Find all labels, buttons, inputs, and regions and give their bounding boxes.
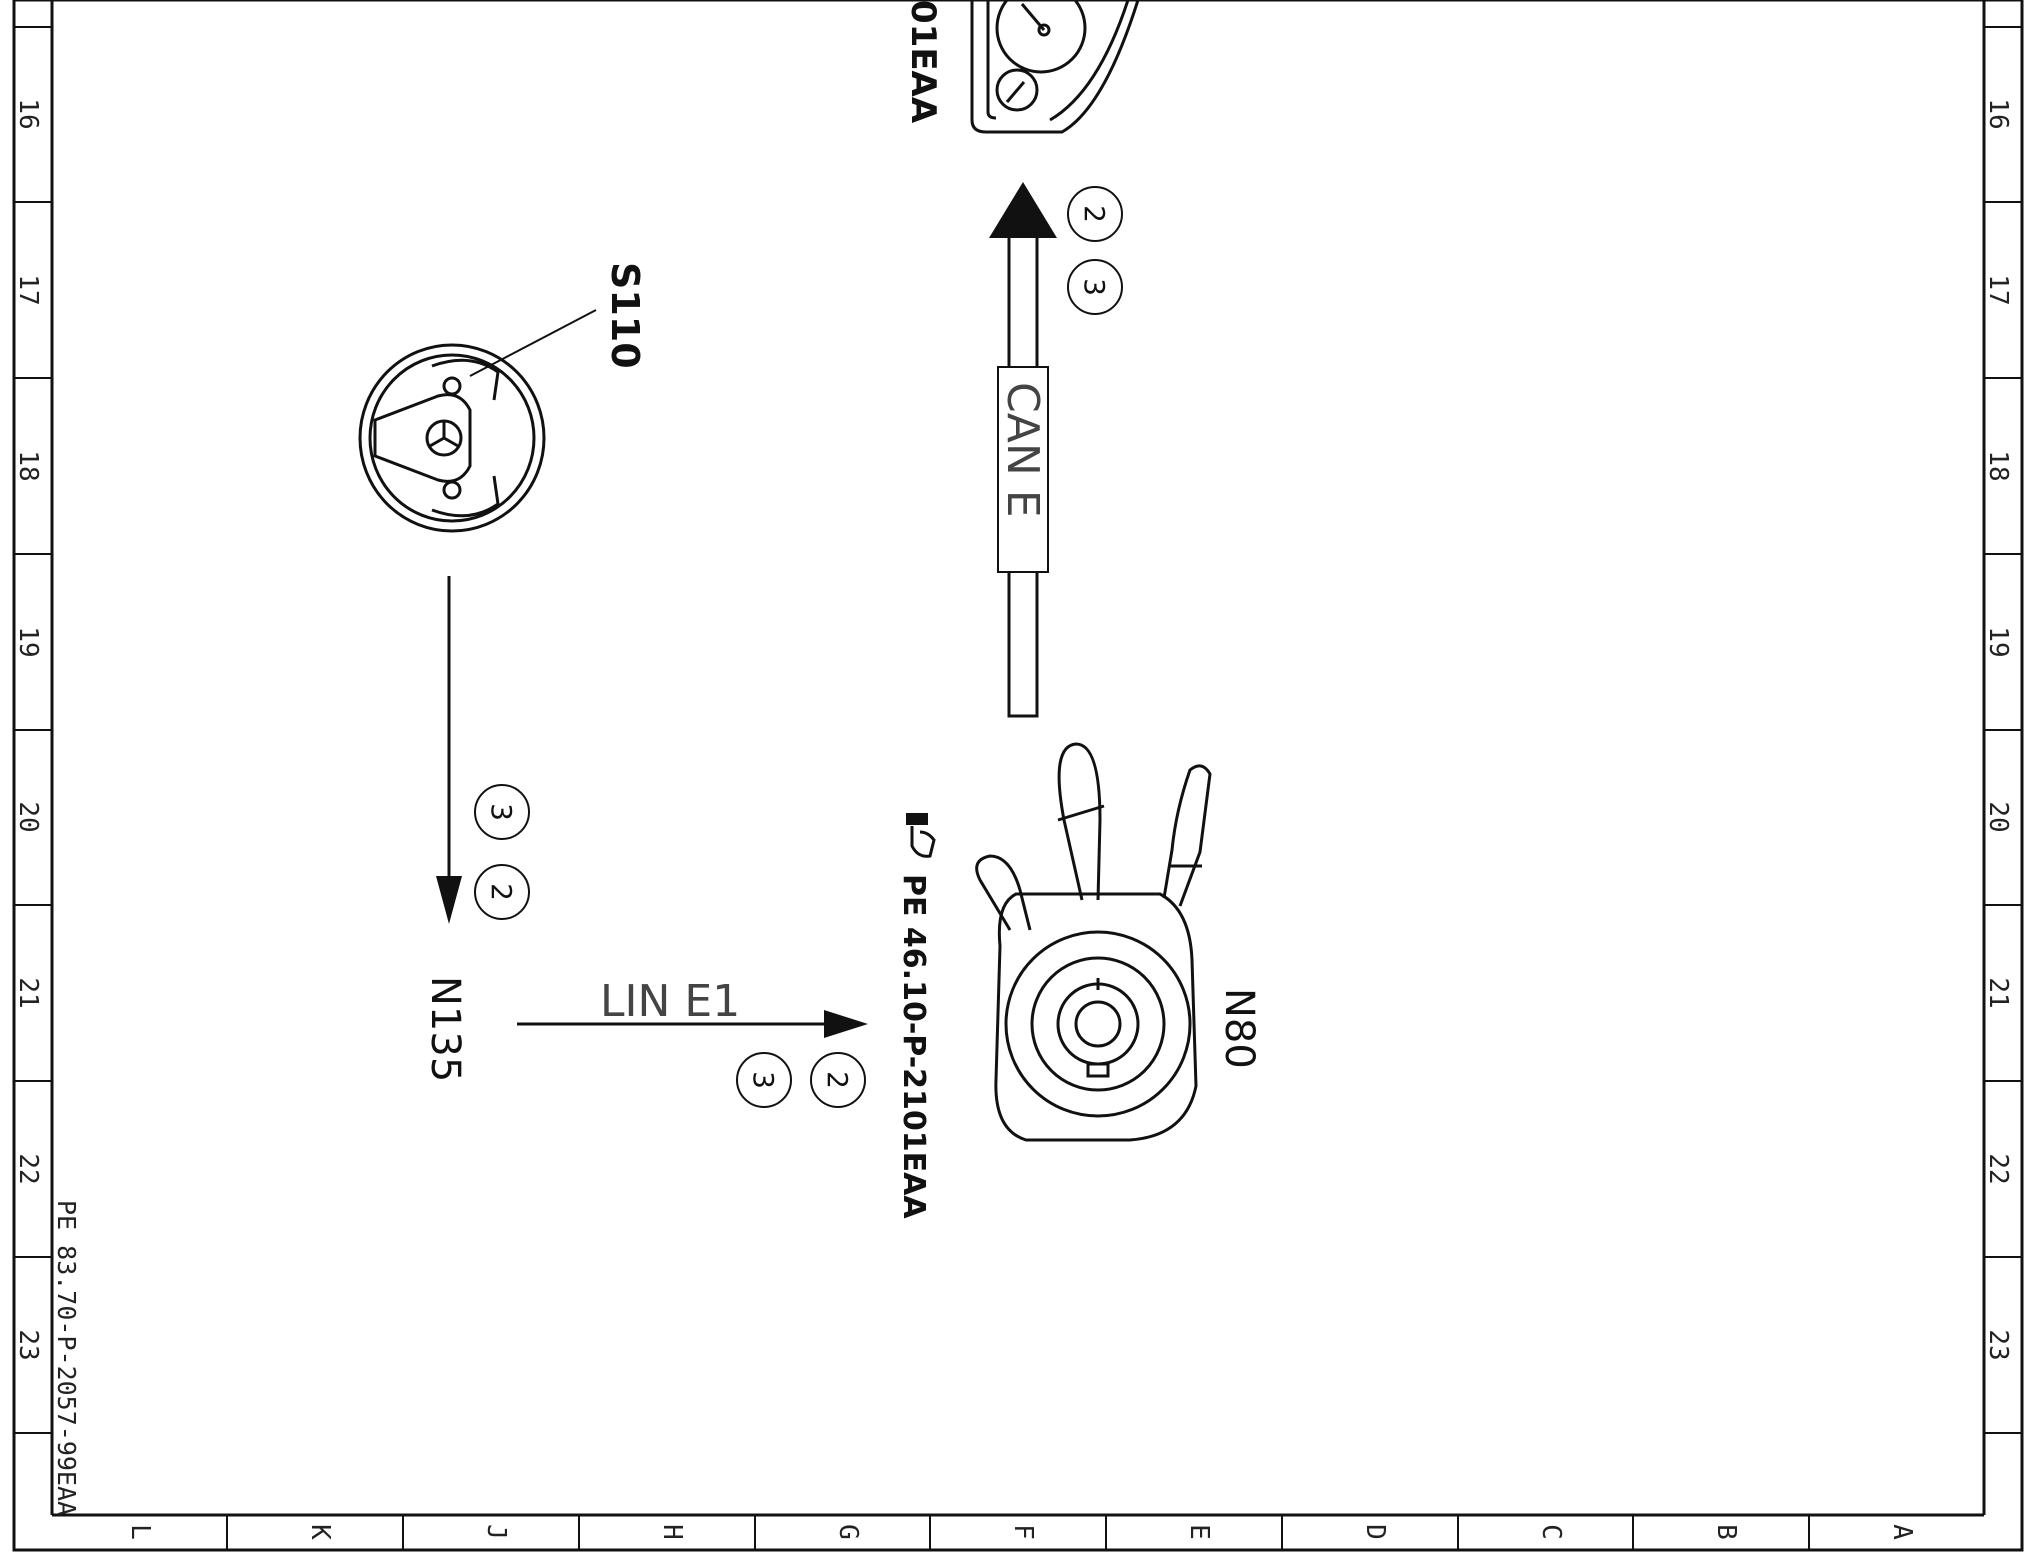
column-letter: F: [1008, 1524, 1038, 1540]
lin-badge-number: 3: [747, 1071, 780, 1089]
pointing-hand-icon: [906, 813, 936, 858]
row-number: 20: [13, 801, 43, 832]
arrow-up-icon: [989, 182, 1057, 238]
drawing-reference: PE 83.70-P-2057-99EAA: [52, 1200, 81, 1516]
column-letter: C: [1536, 1524, 1566, 1540]
column-grid: [226, 1515, 1810, 1550]
can-bus-line: [989, 182, 1057, 718]
column-letter: K: [305, 1524, 335, 1540]
row-number: 20: [1983, 801, 2013, 832]
row-number: 21: [1983, 977, 2013, 1008]
row-numbers-right: 16 17 18 19 20 21 22 23: [1983, 98, 2013, 1360]
top-partial-ref: 01EAA: [903, 0, 943, 124]
row-number: 21: [13, 977, 43, 1008]
can-bus-badges: 2 3: [1067, 186, 1123, 315]
steering-column-module-ref: PE 46.10-P-2101EAA: [896, 874, 931, 1219]
column-letter: B: [1711, 1524, 1741, 1540]
row-number: 22: [1983, 1153, 2013, 1184]
lin-bus-line: [517, 1010, 868, 1038]
row-number: 17: [13, 274, 43, 305]
column-letter: D: [1360, 1524, 1390, 1540]
row-number: 23: [13, 1329, 43, 1360]
steering-column-module-icon: [975, 742, 1212, 1142]
arrow-down-icon: [436, 876, 462, 924]
steering-wheel-icon: [358, 343, 546, 533]
can-badge-number: 2: [1078, 205, 1111, 223]
row-numbers-left: 16 17 18 19 20 21 22 23: [13, 98, 43, 1360]
row-grid: [14, 26, 2022, 1434]
column-letter: J: [481, 1524, 511, 1540]
lin-bus-label: LIN E1: [600, 976, 740, 1027]
row-number: 18: [13, 450, 43, 481]
module-badge-number: 2: [485, 883, 518, 901]
can-bus-label: CAN E: [997, 382, 1048, 518]
column-letter: E: [1184, 1524, 1214, 1540]
row-number: 17: [1983, 274, 2013, 305]
row-number: 23: [1983, 1329, 2013, 1360]
row-number: 16: [1983, 98, 2013, 129]
column-letter: H: [657, 1524, 687, 1540]
column-letter: A: [1887, 1524, 1917, 1540]
s110-leader-line: [469, 309, 597, 377]
wheel-to-module-badges: 3 2: [474, 784, 530, 920]
arrow-right-icon: [824, 1010, 868, 1038]
lin-badge-number: 2: [821, 1071, 854, 1089]
steering-column-module-label: N80: [1216, 988, 1262, 1069]
column-letter: L: [125, 1524, 155, 1540]
column-letters: L K J H G F E D C B A: [125, 1524, 1917, 1540]
can-badge-number: 3: [1078, 278, 1111, 296]
row-number: 19: [1983, 626, 2013, 657]
row-number: 16: [13, 98, 43, 129]
column-letter: G: [833, 1524, 863, 1540]
wheel-to-module-line: [436, 576, 462, 924]
row-number: 19: [13, 626, 43, 657]
row-number: 22: [13, 1153, 43, 1184]
module-badge-number: 3: [485, 803, 518, 821]
row-number: 18: [1983, 450, 2013, 481]
steering-wheel-label: S110: [603, 262, 647, 369]
instrument-cluster-icon: [970, 0, 1140, 134]
lin-bus-badges: 2 3: [736, 1052, 866, 1108]
drawing-frame: [12, 0, 2024, 1552]
module-label: N135: [422, 976, 468, 1082]
